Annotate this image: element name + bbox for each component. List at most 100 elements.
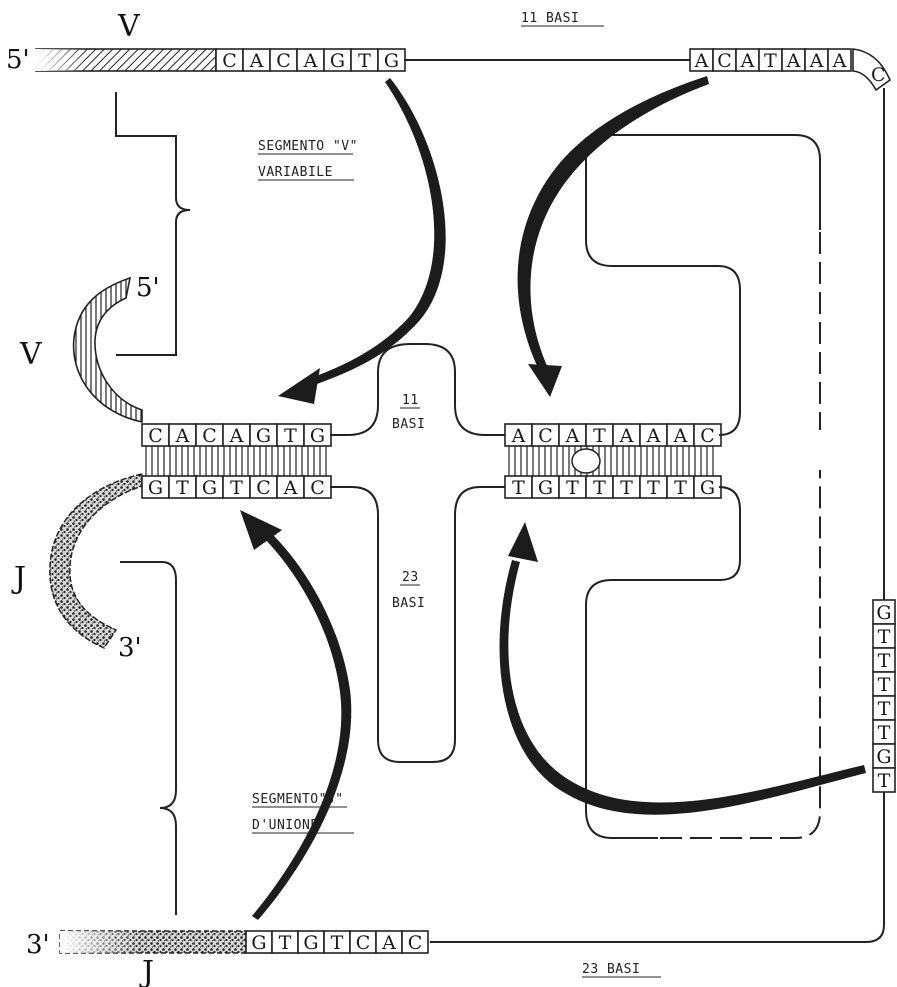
base-letter: A [694, 50, 709, 72]
base-letter: C [356, 932, 371, 954]
j-segment-bracket [120, 562, 176, 915]
base-letter: A [175, 425, 190, 447]
base-letter: C [222, 50, 237, 72]
base-letter: A [646, 425, 661, 447]
arrow-top-left-heptamer [278, 78, 446, 404]
base-letter: T [878, 626, 891, 648]
base-letter: T [878, 722, 891, 744]
mismatch-bulge [572, 449, 600, 473]
bottom-three-prime-label: 3' [26, 930, 50, 960]
base-letter: T [230, 477, 243, 499]
base-letter: A [229, 425, 244, 447]
loop-upper-text: BASI [392, 417, 425, 432]
base-letter: T [878, 770, 891, 792]
base-letter: G [700, 477, 715, 499]
base-letter: G [202, 477, 217, 499]
v-curved-tail [74, 278, 142, 422]
base-letter: A [809, 50, 824, 72]
base-letter: G [148, 477, 163, 499]
base-letter: T [878, 698, 891, 720]
base-letter: G [384, 50, 399, 72]
base-letter: T [620, 477, 633, 499]
svg-text:C: C [871, 64, 886, 86]
v-segment-label-line2: VARIABILE [258, 165, 333, 180]
base-letter: T [593, 477, 606, 499]
top-spacer-label: 11 BASI [521, 11, 579, 26]
base-letter: A [619, 425, 634, 447]
base-letter: G [876, 746, 891, 768]
base-letter: G [256, 425, 271, 447]
base-letter: C [700, 425, 715, 447]
base-letter: A [249, 50, 264, 72]
right-loop-lower [586, 487, 740, 838]
bottom-j-label: J [139, 955, 154, 987]
base-letter: T [358, 50, 371, 72]
arrow-bottom-right-nonamer [500, 522, 866, 815]
top-v-label: V [117, 9, 141, 44]
base-letter: A [786, 50, 801, 72]
right-paired-bonds [509, 446, 713, 476]
base-letter: C [256, 477, 271, 499]
base-letter: T [593, 425, 606, 447]
base-letter: T [176, 477, 189, 499]
base-letter: A [565, 425, 580, 447]
base-letter: A [673, 425, 688, 447]
v-tail-five-prime: 5' [136, 273, 160, 303]
loop-lower-num: 23 [402, 570, 419, 585]
base-letter: T [512, 477, 525, 499]
bottom-j-segment-bar [60, 931, 246, 953]
base-letter: A [283, 477, 298, 499]
base-letter: T [647, 477, 660, 499]
base-letter: A [740, 50, 755, 72]
loop-upper-num: 11 [402, 393, 419, 408]
j-segment-label-line2: D'UNIONE [252, 818, 319, 833]
top-v-segment-bar [36, 49, 216, 71]
base-letter: T [566, 477, 579, 499]
base-letter: G [251, 932, 266, 954]
v-tail-label: V [19, 337, 43, 372]
base-letter: C [408, 932, 423, 954]
base-letter: G [876, 602, 891, 624]
base-letter: C [148, 425, 163, 447]
base-letter: A [303, 50, 318, 72]
base-letter: T [878, 650, 891, 672]
base-letter: G [330, 50, 345, 72]
top-five-prime-label: 5' [6, 45, 30, 75]
j-tail-label: J [11, 561, 26, 596]
base-letter: T [764, 50, 777, 72]
base-letter: C [717, 50, 732, 72]
top-corner-base: C [853, 49, 890, 90]
center-loop-lower [330, 487, 505, 762]
right-loop-upper [586, 135, 820, 435]
base-letter: T [284, 425, 297, 447]
base-letter: T [279, 932, 292, 954]
base-letter: T [331, 932, 344, 954]
base-letter: C [202, 425, 217, 447]
v-segment-label-line1: SEGMENTO "V" [258, 139, 358, 154]
base-letter: T [878, 674, 891, 696]
bottom-spacer-label: 23 BASI [582, 962, 640, 977]
base-letter: G [310, 425, 325, 447]
left-paired-bonds [146, 446, 326, 476]
base-letter: A [832, 50, 847, 72]
base-letter: A [511, 425, 526, 447]
loop-lower-text: BASI [392, 596, 425, 611]
base-letter: C [538, 425, 553, 447]
base-letter: A [381, 932, 396, 954]
base-letter: C [276, 50, 291, 72]
v-segment-bracket [116, 92, 190, 355]
arrow-top-right-nonamer [518, 76, 709, 397]
base-letter: T [674, 477, 687, 499]
arrow-bottom-left-heptamer [240, 510, 351, 920]
j-tail-three-prime: 3' [118, 633, 142, 663]
base-letter: G [303, 932, 318, 954]
